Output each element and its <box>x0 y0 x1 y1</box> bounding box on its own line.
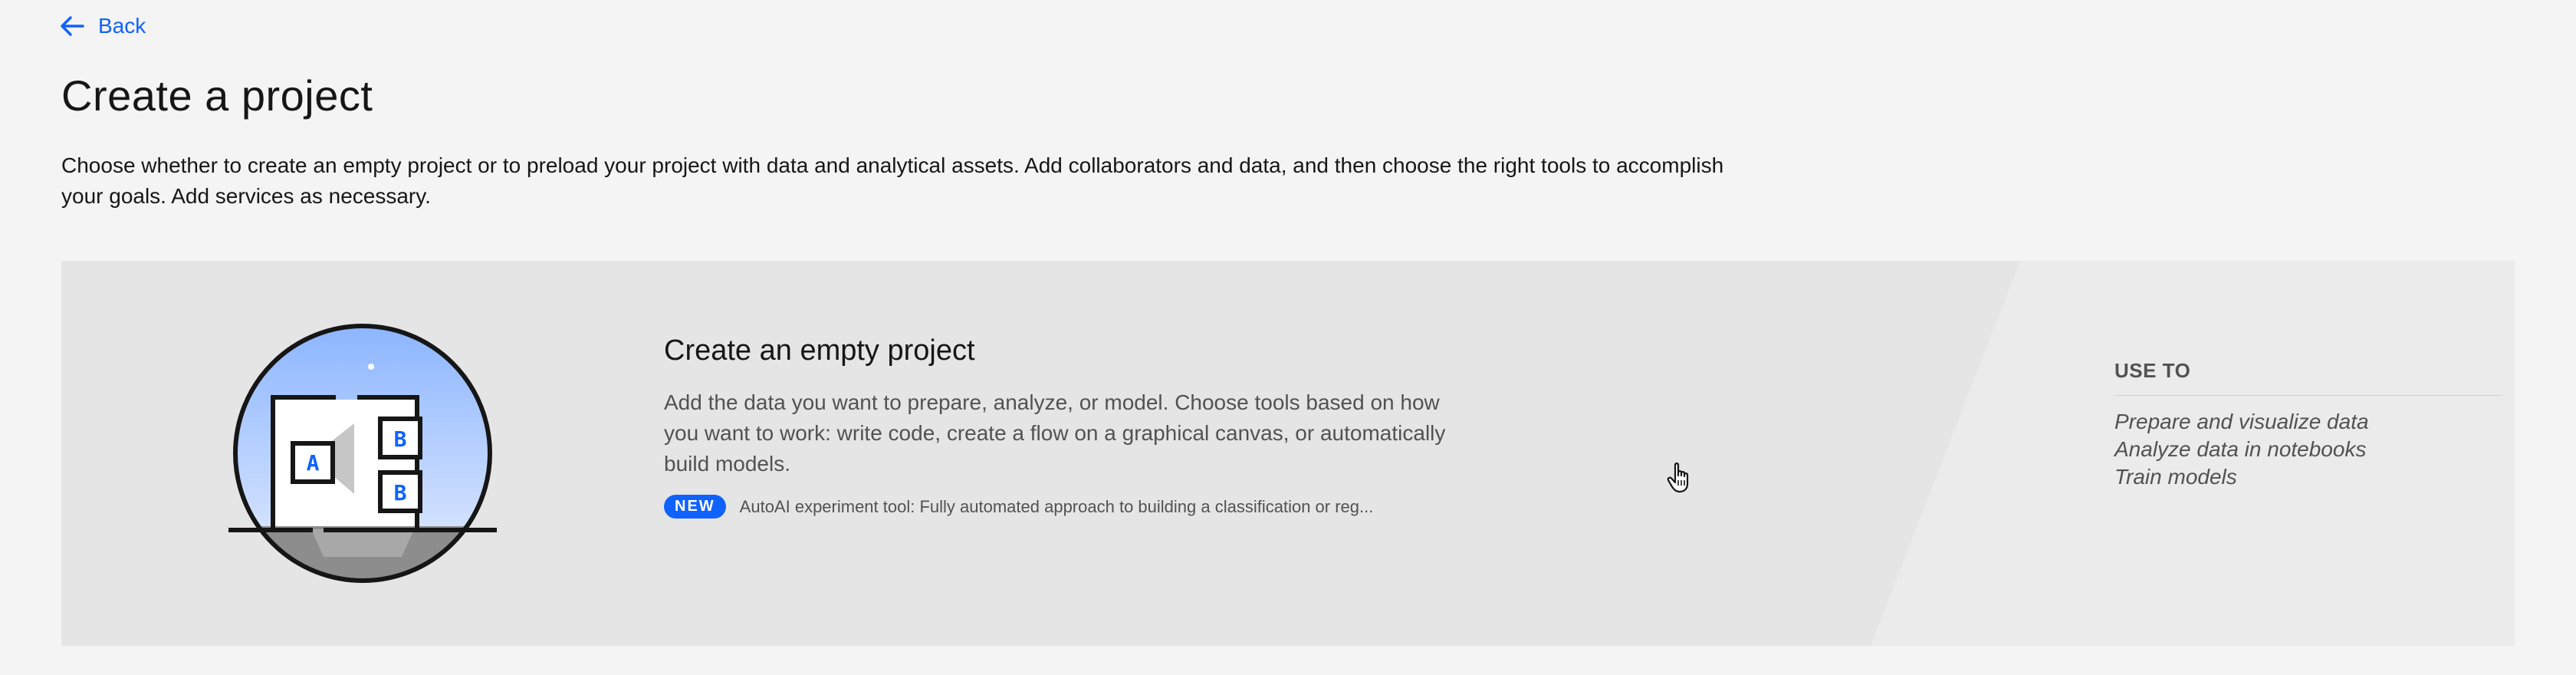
back-link[interactable]: Back <box>60 14 146 38</box>
use-to-item: Analyze data in notebooks <box>2114 437 2367 461</box>
new-feature-text: AutoAI experiment tool: Fully automated … <box>739 496 1374 516</box>
use-to-section: USE TO Prepare and visualize data Analyz… <box>2114 359 2502 491</box>
page-description: Choose whether to create an empty projec… <box>61 153 1724 208</box>
empty-project-illustration: A B B <box>228 319 497 588</box>
new-feature-row: NEW AutoAI experiment tool: Fully automa… <box>664 495 1538 519</box>
card-title: Create an empty project <box>664 334 975 367</box>
card-description: Add the data you want to prepare, analyz… <box>664 390 1446 476</box>
hand-pointer-icon <box>1667 462 1694 498</box>
create-empty-project-card[interactable]: A B B Create an empty project Add the da… <box>61 261 2515 646</box>
illustration-label-b-bottom: B <box>394 480 407 505</box>
new-badge: NEW <box>664 495 726 519</box>
illustration-label-b-top: B <box>394 426 407 452</box>
use-to-title: USE TO <box>2114 359 2502 396</box>
use-to-item: Train models <box>2114 465 2237 489</box>
back-label: Back <box>98 14 146 38</box>
use-to-item: Prepare and visualize data <box>2114 410 2369 433</box>
arrow-left-icon <box>60 15 84 37</box>
illustration-label-a: A <box>307 450 320 476</box>
card-content: Create an empty project Add the data you… <box>664 334 1538 519</box>
page-title: Create a project <box>61 71 373 120</box>
